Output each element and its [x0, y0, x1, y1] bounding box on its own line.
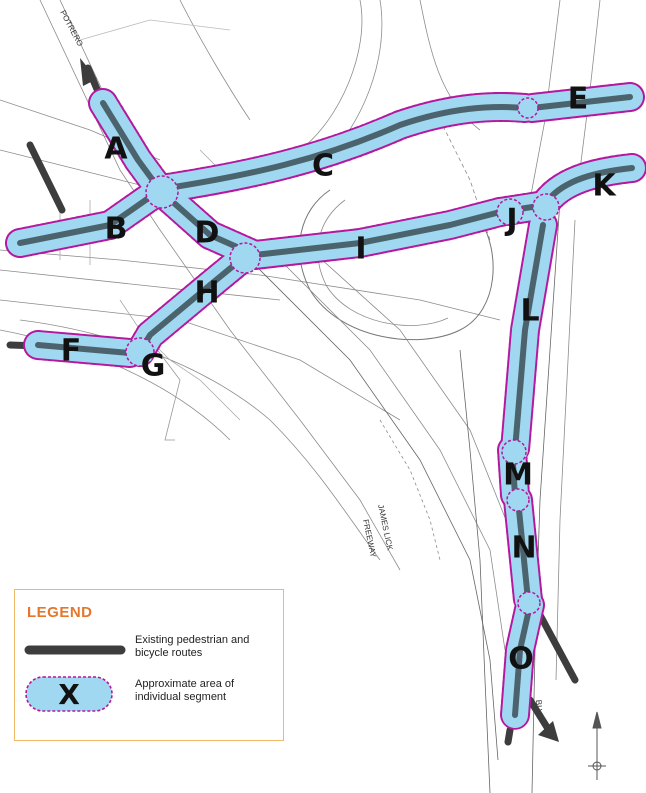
street-label-james-lick: JAMES LICK [376, 504, 395, 552]
segment-label-c: C [312, 149, 334, 184]
legend-item-label: Existing pedestrian and bicycle routes [135, 634, 250, 659]
legend-title: LEGEND [27, 604, 93, 621]
segment-pill-symbol-icon [25, 676, 113, 712]
segment-label-a: A [104, 132, 128, 167]
segment-label-g: G [141, 349, 166, 384]
segment-label-m: M [503, 458, 533, 493]
segment-label-o: O [508, 642, 534, 677]
segment-label-f: F [61, 334, 82, 369]
segment-labels: A B C D E F G H I J K L M N O [61, 82, 618, 677]
route-southeast [536, 611, 579, 684]
segment-label-k: K [592, 169, 617, 204]
segment-junctions [125, 97, 560, 615]
route-arrow-southeast-icon [538, 721, 559, 742]
legend-item-existing-routes: Existing pedestrian and bicycle routes [23, 630, 278, 672]
segment-label-b: B [105, 212, 128, 247]
legend-item-label: Approximate area of individual segment [135, 678, 235, 703]
segment-label-e: E [568, 82, 589, 117]
north-arrow-icon [588, 711, 606, 780]
legend-symbol-letter: X [58, 677, 80, 711]
route-arrow-north-icon [80, 58, 97, 86]
route-south-end [504, 726, 514, 746]
segment-label-l: L [520, 294, 539, 329]
street-label-potrero: POTRERO [58, 9, 85, 48]
segment-label-j: J [504, 203, 517, 238]
segment-areas [5, 82, 646, 730]
segment-label-n: N [511, 531, 536, 566]
segment-label-i: I [355, 232, 366, 267]
segment-label-h: H [194, 276, 219, 311]
route-south-exit [526, 696, 554, 736]
segment-label-d: D [195, 216, 220, 251]
street-label-freeway: FREEWAY [361, 519, 378, 559]
legend-box: LEGEND Existing pedestrian and bicycle r… [14, 589, 284, 741]
engineering-base-drawing [0, 0, 601, 793]
route-northwest [26, 141, 66, 214]
route-line-symbol-icon [24, 645, 126, 655]
legend-item-segment-area: X Approximate area of individual segment [23, 674, 278, 716]
